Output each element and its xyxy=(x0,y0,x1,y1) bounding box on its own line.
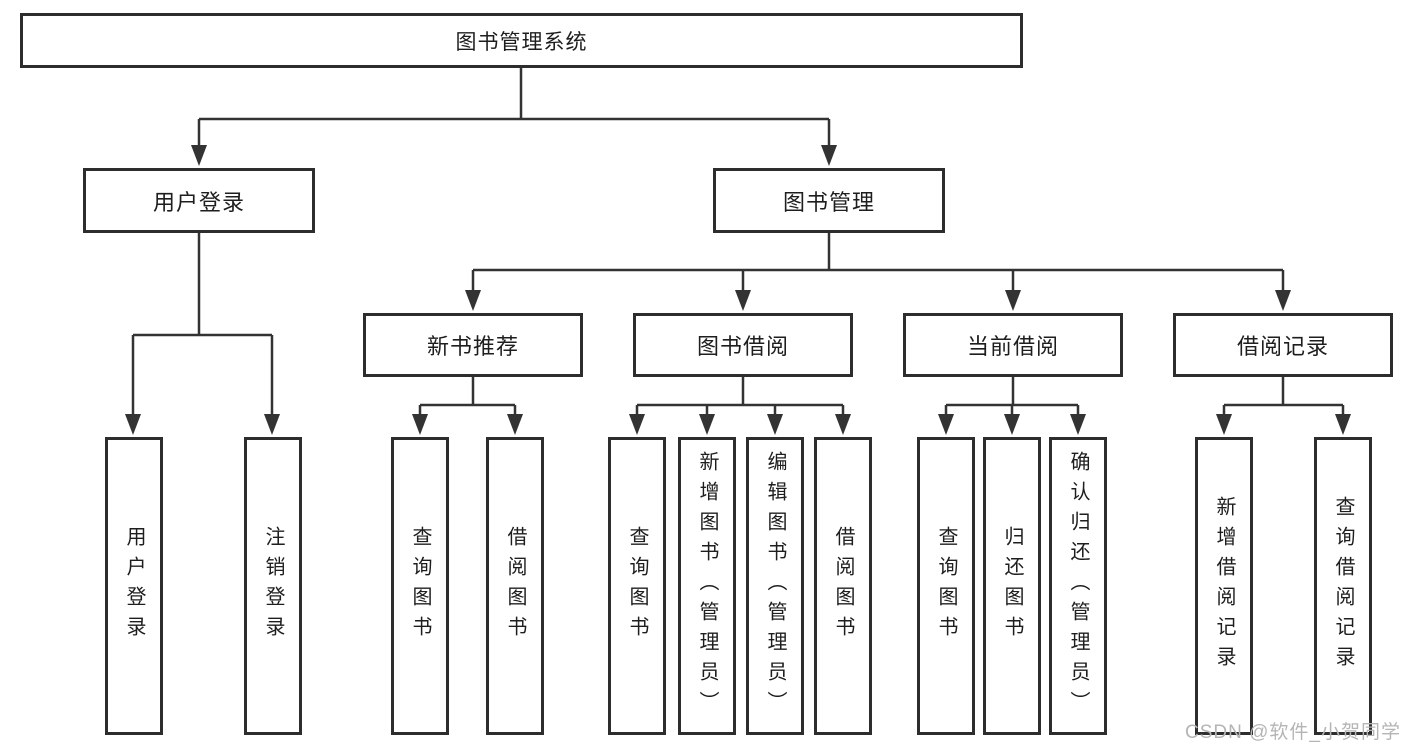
node-current-borrow-label: 当前借阅 xyxy=(966,334,1059,359)
leaf-borrow-edit-books-admin-label: 编辑图书（管理员） xyxy=(764,451,786,721)
leaf-current-query-books: 查询图书 xyxy=(917,437,975,735)
leaf-current-return-books-label: 归还图书 xyxy=(1001,526,1023,646)
node-book-borrow: 图书借阅 xyxy=(633,313,853,377)
leaf-current-query-books-label: 查询图书 xyxy=(935,526,957,646)
node-new-book-recommend-label: 新书推荐 xyxy=(426,334,519,359)
leaf-recommend-borrow-books-label: 借阅图书 xyxy=(504,526,526,646)
leaf-borrow-add-books-admin: 新增图书（管理员） xyxy=(678,437,736,735)
leaf-current-return-books: 归还图书 xyxy=(983,437,1041,735)
leaf-records-query-record: 查询借阅记录 xyxy=(1314,437,1372,735)
node-user-login: 用户登录 xyxy=(83,168,315,233)
leaf-borrow-edit-books-admin: 编辑图书（管理员） xyxy=(746,437,804,735)
leaf-records-add-record-label: 新增借阅记录 xyxy=(1213,496,1235,676)
leaf-user-login-label: 用户登录 xyxy=(123,526,145,646)
node-borrow-records-label: 借阅记录 xyxy=(1236,334,1329,359)
node-root-label: 图书管理系统 xyxy=(455,30,588,54)
csdn-watermark: CSDN @软件_小贺同学 xyxy=(1185,722,1401,743)
node-root: 图书管理系统 xyxy=(20,13,1023,68)
leaf-current-confirm-return-admin: 确认归还（管理员） xyxy=(1049,437,1107,735)
leaf-borrow-query-books: 查询图书 xyxy=(608,437,666,735)
node-book-management: 图书管理 xyxy=(713,168,945,233)
leaf-current-confirm-return-admin-label: 确认归还（管理员） xyxy=(1067,451,1089,721)
node-borrow-records: 借阅记录 xyxy=(1173,313,1393,377)
node-book-management-label: 图书管理 xyxy=(782,189,875,215)
node-current-borrow: 当前借阅 xyxy=(903,313,1123,377)
arrowhead-icons xyxy=(125,145,1351,435)
leaf-borrow-borrow-books: 借阅图书 xyxy=(814,437,872,735)
leaf-recommend-borrow-books: 借阅图书 xyxy=(486,437,544,735)
leaf-borrow-add-books-admin-label: 新增图书（管理员） xyxy=(696,451,718,721)
leaf-logout-label: 注销登录 xyxy=(262,526,284,646)
leaf-records-add-record: 新增借阅记录 xyxy=(1195,437,1253,735)
node-new-book-recommend: 新书推荐 xyxy=(363,313,583,377)
leaf-logout: 注销登录 xyxy=(244,437,302,735)
node-book-borrow-label: 图书借阅 xyxy=(696,334,789,359)
leaf-user-login: 用户登录 xyxy=(105,437,163,735)
leaf-recommend-query-books: 查询图书 xyxy=(391,437,449,735)
leaf-borrow-query-books-label: 查询图书 xyxy=(626,526,648,646)
node-user-login-label: 用户登录 xyxy=(152,189,245,215)
leaf-records-query-record-label: 查询借阅记录 xyxy=(1332,496,1354,676)
leaf-borrow-borrow-books-label: 借阅图书 xyxy=(832,526,854,646)
leaf-recommend-query-books-label: 查询图书 xyxy=(409,526,431,646)
